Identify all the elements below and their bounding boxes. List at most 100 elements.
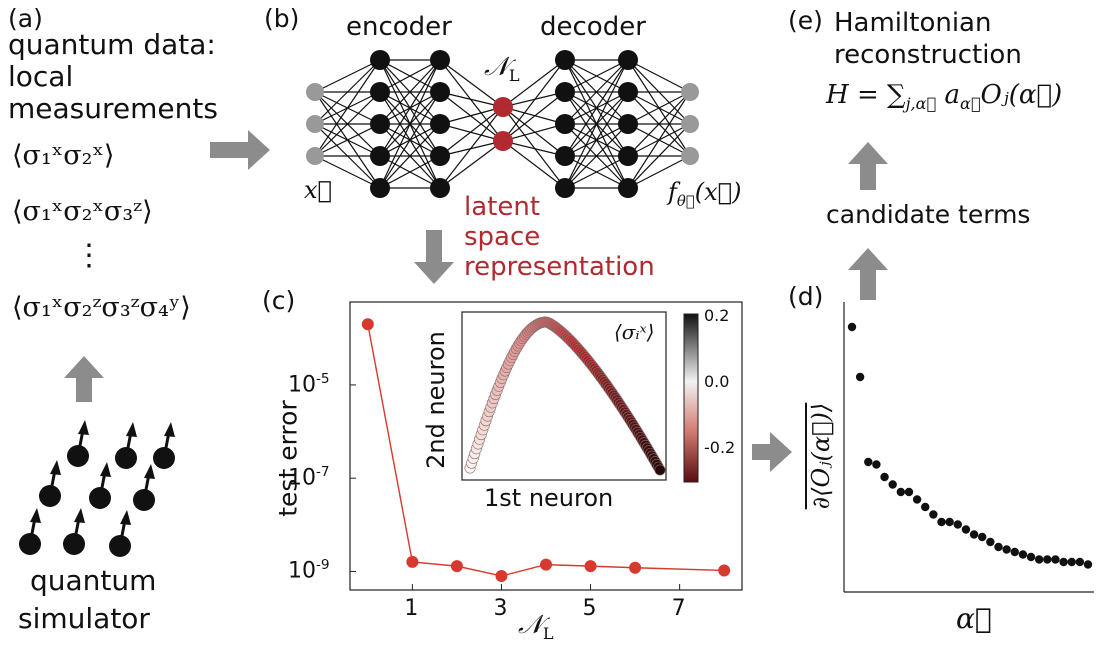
encoder-label: encoder — [346, 12, 452, 42]
latent-size-label: 𝒩L — [484, 52, 520, 85]
hamiltonian-title: Hamiltonian — [834, 8, 992, 38]
network-edge — [379, 59, 441, 125]
network-node — [618, 146, 638, 166]
test-error-point — [361, 318, 374, 331]
network-edge — [564, 59, 629, 157]
derivative-plot — [843, 302, 1094, 593]
d-point — [1083, 560, 1093, 569]
d-point — [1026, 552, 1036, 562]
x-axis-sub: L — [542, 624, 554, 644]
panel-a-line2: local — [8, 60, 74, 93]
network-edge — [439, 140, 504, 157]
network-edge — [314, 91, 381, 157]
network-node — [370, 114, 390, 134]
network-edge — [564, 155, 629, 189]
output-f: f — [668, 178, 677, 206]
spin-head — [164, 422, 175, 437]
network-node — [306, 83, 324, 101]
arrow-down — [414, 230, 454, 284]
x-tick-label: 5 — [582, 596, 597, 621]
spin-head — [120, 510, 131, 525]
panel-a-line1: quantum data: — [8, 28, 216, 61]
network-node — [430, 82, 450, 102]
network-nodes — [306, 50, 699, 198]
d-point — [961, 525, 971, 534]
formula-sum-sub: j,α⃗ — [905, 94, 937, 114]
network-node — [493, 97, 513, 117]
arrow-right — [752, 432, 792, 472]
network-edge — [379, 91, 441, 189]
spin — [109, 510, 131, 557]
panel-d-letter: (d) — [788, 282, 824, 311]
output-sub: θ⃗ — [676, 191, 695, 210]
network-edge — [314, 123, 381, 157]
network-edge — [439, 123, 504, 142]
y-tick-label: 10-9 — [288, 557, 330, 584]
y-axis-label: test error — [273, 400, 303, 517]
d-point — [1010, 547, 1019, 557]
network-edge — [627, 91, 691, 157]
vertical-dots: ⋮ — [74, 238, 104, 273]
panel-a-letter: (a) — [8, 4, 43, 33]
latent-line3: representation — [464, 252, 655, 282]
simulator-line1: quantum — [30, 564, 157, 597]
network-node — [493, 131, 513, 151]
test-error-point — [629, 561, 642, 574]
cbar-tick-2: 0.0 — [704, 372, 730, 391]
arrow-up — [848, 248, 888, 300]
network-edge — [502, 140, 566, 157]
network-edge — [439, 106, 504, 157]
d-point — [888, 480, 897, 489]
network-edge — [502, 59, 566, 108]
d-point — [1067, 557, 1076, 567]
latent-line2: space — [464, 222, 541, 252]
network-node — [618, 82, 638, 102]
spin-lattice — [19, 420, 175, 557]
d-point — [937, 517, 946, 527]
d-point — [1059, 557, 1068, 567]
network-edge — [379, 155, 441, 189]
network-edge — [627, 155, 691, 189]
network-edge — [379, 59, 441, 93]
spin — [63, 508, 85, 555]
network-edge — [439, 59, 504, 108]
network-node — [681, 147, 699, 165]
network-edge — [502, 91, 566, 142]
d-point — [1002, 545, 1011, 554]
network-node — [430, 50, 450, 70]
spin-head — [74, 508, 85, 523]
spin-head — [50, 460, 61, 475]
network-edge — [439, 106, 504, 189]
d-point — [978, 532, 987, 542]
network-edge — [502, 140, 566, 189]
d-point — [986, 537, 995, 547]
network-node — [370, 146, 390, 166]
formula-a: a — [936, 80, 960, 110]
d-point — [929, 510, 938, 519]
y-tick-label: 10-7 — [288, 464, 330, 491]
latent-sub: L — [508, 66, 520, 86]
network-edge — [379, 123, 441, 189]
network-edge — [502, 106, 566, 189]
d-point — [904, 487, 914, 497]
d-point — [945, 517, 954, 527]
colorbar — [683, 313, 699, 483]
network-edge — [314, 59, 381, 125]
decoder-label: decoder — [540, 12, 646, 42]
network-edge — [627, 123, 691, 189]
spin-head — [144, 464, 155, 479]
spin-head — [78, 420, 89, 435]
inset-y-label: 2nd neuron — [422, 331, 450, 469]
spin — [133, 464, 155, 511]
d-point — [896, 487, 906, 497]
latent-line1: latent — [464, 192, 541, 222]
d-point — [1018, 550, 1028, 559]
network-node — [555, 146, 575, 166]
inset-color-label: ⟨σᵢˣ⟩ — [614, 320, 655, 344]
simulator-line2: simulator — [18, 602, 150, 635]
d-point — [855, 372, 865, 382]
network-edge — [379, 59, 441, 157]
network-node — [681, 115, 699, 133]
panel-a-line3: measurements — [8, 92, 218, 125]
